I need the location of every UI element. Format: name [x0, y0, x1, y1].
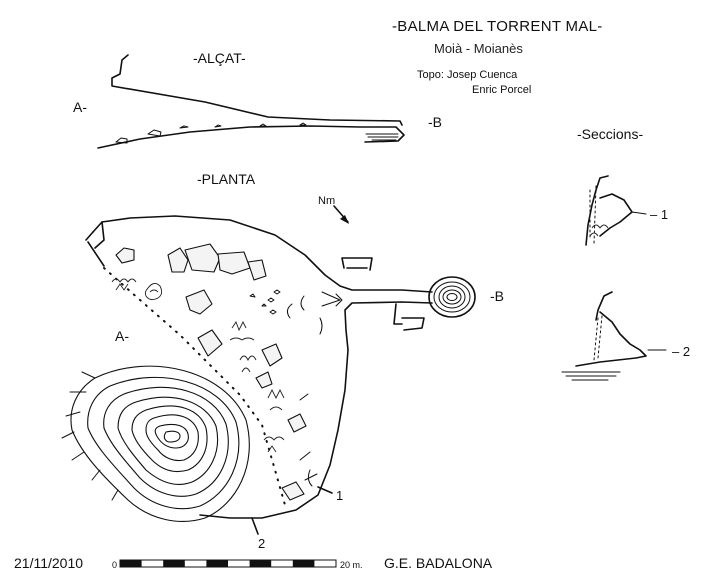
plan-section-1-label: 1 [336, 488, 343, 503]
scale-bar-segment [206, 560, 228, 567]
elevation-profile [97, 54, 405, 149]
cross-section-1: – 1 [585, 175, 668, 246]
survey-date: 21/11/2010 [14, 555, 83, 571]
plan-vegetation [111, 278, 323, 487]
plan-outline [85, 215, 476, 519]
survey-group: G.E. BADALONA [384, 555, 493, 571]
north-arrow: Nm [318, 195, 349, 224]
scale-end-label: 20 m. [340, 560, 363, 570]
scale-bar-segment [249, 560, 272, 567]
topo-author-1: Topo: Josep Cuenca [417, 69, 518, 81]
elevation-title: -ALÇAT- [193, 50, 246, 66]
sections-title: -Seccions- [577, 126, 643, 142]
north-label: Nm [318, 195, 335, 207]
scale-start-label: 0 [112, 560, 117, 570]
plan-marker-b: -B [490, 288, 504, 304]
scale-bar-segments [120, 560, 315, 567]
cross-section-2: – 2 [561, 291, 690, 381]
north-arrow-head [340, 215, 349, 224]
scale-bar-segment [163, 560, 185, 567]
plan-section-marks: 1 2 [251, 486, 343, 551]
survey-title: -BALMA DEL TORRENT MAL- [392, 18, 603, 35]
talus-contours [61, 365, 250, 522]
topo-author-2: Enric Porcel [472, 84, 531, 96]
location-label: Moià - Moianès [434, 41, 523, 56]
plan-section-2-label: 2 [258, 536, 265, 551]
scale-bar-segment [120, 560, 142, 567]
elevation-marker-a: A- [73, 99, 87, 115]
elevation-marker-b: -B [428, 114, 442, 130]
scale-bar: 0 20 m. [112, 559, 363, 570]
plan-marker-a: A- [115, 328, 129, 344]
section-2-label: – 2 [672, 344, 690, 359]
plan-title: -PLANTA [197, 171, 256, 187]
plan-boulders [115, 243, 307, 501]
end-shaft [428, 276, 476, 318]
scale-bar-segment [292, 560, 315, 567]
section-1-label: – 1 [650, 207, 668, 222]
